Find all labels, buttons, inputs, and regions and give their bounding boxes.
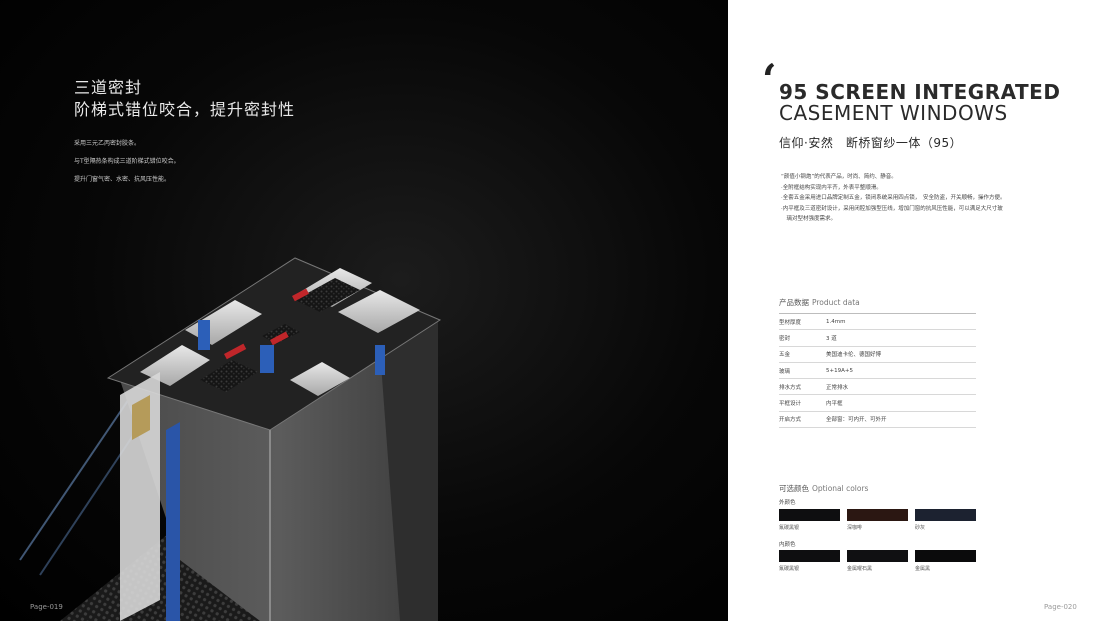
window-profile-illustration xyxy=(19,257,442,621)
feature-subheading: 阶梯式错位咬合，提升密封性 xyxy=(74,100,296,119)
swatch-name: 氟碳黑银 xyxy=(779,566,800,572)
red-gasket xyxy=(223,343,247,360)
profile-side xyxy=(380,322,438,621)
table-row: 排水方式 正常排水 xyxy=(779,379,976,396)
intro-line: ·全附框结构实现内平齐，外表平整顺滑。 xyxy=(781,184,882,191)
color-swatch-outer-3 xyxy=(915,509,976,521)
spec-key: 排水方式 xyxy=(779,384,802,391)
foam-insulation xyxy=(200,360,258,392)
spec-key: 平框设计 xyxy=(779,401,802,408)
table-row: 开启方式 全部窗：可内开、可外开 xyxy=(779,412,976,429)
swatch-name: 氟碳黑银 xyxy=(779,525,800,531)
spec-key: 玻璃 xyxy=(779,368,791,375)
swatch-name: 深咖啡 xyxy=(847,525,863,531)
red-gasket xyxy=(292,288,309,302)
swatch-name: 金属黑 xyxy=(915,566,931,572)
intro-line: ·全套五金采用进口品牌定制五金，锁闭系统采用四点锁， 安全防盗，开关顺畅，操作方… xyxy=(781,195,1006,201)
color-swatch-inner-2 xyxy=(847,550,908,562)
product-title-line1: 95 SCREEN INTEGRATED xyxy=(779,80,1061,104)
table-row: 玻璃 5+19A+5 xyxy=(779,363,976,380)
thermal-break xyxy=(375,345,385,375)
thermal-break xyxy=(198,320,210,350)
table-row: 平框设计 内平框 xyxy=(779,395,976,412)
swatch-name: 砂灰 xyxy=(915,525,926,531)
intro-line: “颜值小钢炮”的代表产品，时尚、简约、静音。 xyxy=(781,174,897,180)
spec-key: 五金 xyxy=(779,352,791,359)
product-data-label-en: Product data xyxy=(812,298,860,307)
spec-key: 密封 xyxy=(779,335,791,342)
glass-edge xyxy=(19,389,136,561)
table-row: 五金 美国迪卡伦、德国好博 xyxy=(779,347,976,363)
thermal-break xyxy=(260,345,274,373)
quote-mark-icon: ‘ xyxy=(762,55,777,104)
spec-key: 开启方式 xyxy=(779,417,802,424)
feature-bullets: 采用三元乙丙密封胶条。 与T型隔热条构成三道阶梯式错位咬合。 提升门窗气密、水密… xyxy=(74,135,180,189)
feature-heading: 三道密封 xyxy=(74,78,143,97)
product-title-cn: 信仰·安然 断桥窗纱一体（95） xyxy=(779,136,963,150)
colors-label-cn: 可选颜色 xyxy=(779,484,809,493)
spec-value: 5+19A+5 xyxy=(826,367,853,374)
table-row: 型材厚度 1.4mm xyxy=(779,314,976,331)
feature-bullet: 与T型隔热条构成三道阶梯式错位咬合。 xyxy=(74,158,180,165)
swatch-name: 金属曜石黑 xyxy=(847,566,873,572)
product-intro: “颜值小钢炮”的代表产品，时尚、简约、静音。 ·全附框结构实现内平齐，外表平整顺… xyxy=(781,172,1031,225)
feature-bullet: 提升门窗气密、水密、抗风压性能。 xyxy=(74,176,171,183)
intro-line: 璃对型材强度需求。 xyxy=(781,216,837,222)
product-title-line2: CASEMENT WINDOWS xyxy=(779,101,1008,125)
color-swatch-inner-1 xyxy=(779,550,840,562)
color-swatch-outer-2 xyxy=(847,509,908,521)
foam-insulation xyxy=(295,278,360,312)
spec-value: 内平框 xyxy=(826,401,843,408)
red-gasket xyxy=(270,331,289,346)
page-number-left: Page-019 xyxy=(30,603,63,611)
glass-spacer xyxy=(120,372,160,621)
table-row: 密封 3 道 xyxy=(779,330,976,347)
spec-value: 1.4mm xyxy=(826,318,846,325)
colors-label-en: Optional colors xyxy=(812,484,869,493)
desiccant xyxy=(132,395,150,440)
spec-value: 全部窗：可内开、可外开 xyxy=(826,417,887,424)
foam-insulation xyxy=(262,324,300,344)
feature-bullet: 采用三元乙丙密封胶条。 xyxy=(74,140,141,147)
thermal-break xyxy=(166,422,180,621)
left-page: 三道密封 阶梯式错位咬合，提升密封性 采用三元乙丙密封胶条。 与T型隔热条构成三… xyxy=(0,0,728,621)
color-swatch-outer-1 xyxy=(779,509,840,521)
spec-key: 型材厚度 xyxy=(779,319,802,326)
spec-value: 正常排水 xyxy=(826,384,849,391)
product-data-label-cn: 产品数据 xyxy=(779,298,809,307)
intro-line: ·内平框及三道密封设计，采用闭腔加强型压线，增加门窗的抗风压性能，可以满足大尺寸… xyxy=(781,205,1003,212)
inner-color-label: 内颜色 xyxy=(779,542,796,548)
spec-value: 3 道 xyxy=(826,335,837,342)
chamber xyxy=(338,290,420,333)
spec-table: 型材厚度 1.4mm 密封 3 道 五金 美国迪卡伦、德国好博 玻璃 5+19A+5 排… xyxy=(779,313,976,429)
spec-value: 美国迪卡伦、德国好博 xyxy=(826,352,882,359)
chamber xyxy=(290,362,350,396)
outer-color-label: 外颜色 xyxy=(779,500,796,506)
page-number-right: Page-020 xyxy=(1044,603,1077,611)
color-swatch-inner-3 xyxy=(915,550,976,562)
